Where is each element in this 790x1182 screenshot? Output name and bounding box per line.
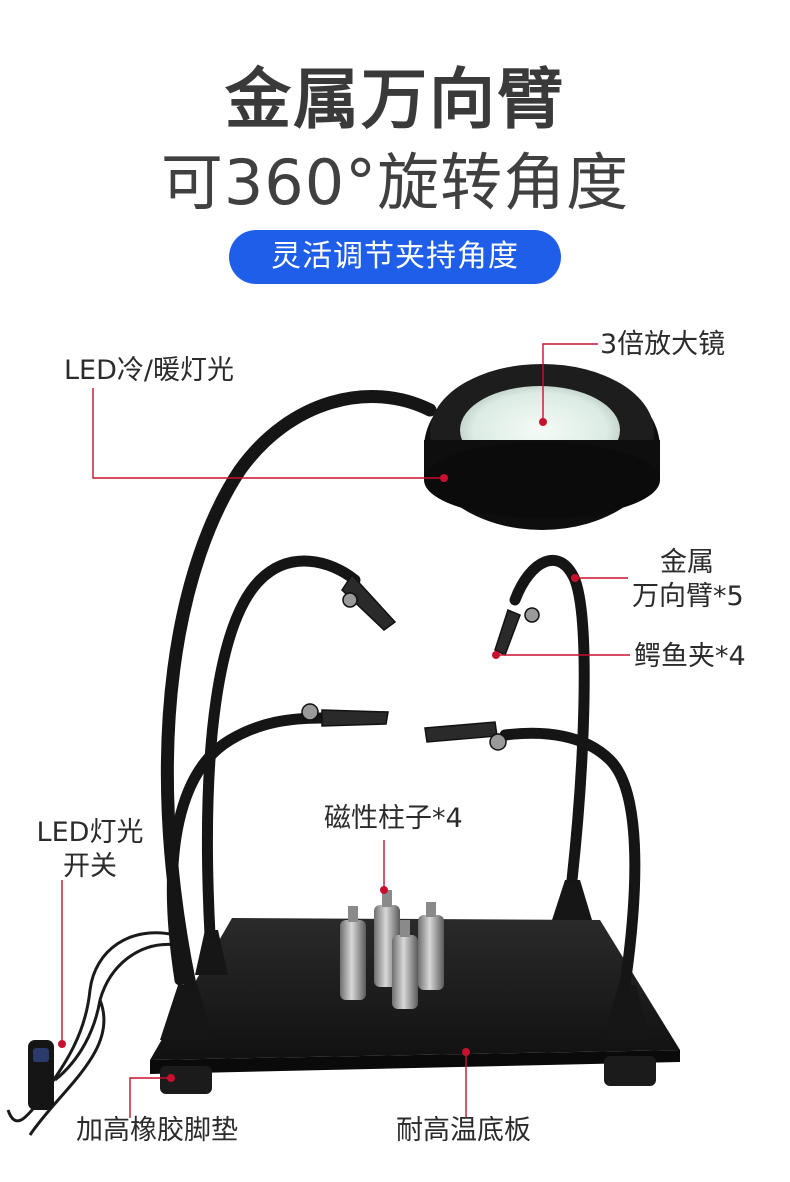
callout-led-switch-line1: LED灯光 [36, 817, 144, 848]
callout-alligator-clip: 鳄鱼夹*4 [634, 641, 746, 672]
page-title: 金属万向臂 [225, 61, 565, 138]
callout-led-light: LED冷/暖灯光 [64, 355, 234, 386]
arm-bases [160, 880, 650, 1040]
callout-base-plate: 耐高温底板 [396, 1115, 531, 1146]
callout-led-switch-line2: 开关 [63, 851, 117, 882]
callout-led-switch: LED灯光 开关 [22, 816, 158, 884]
callout-rubber-feet: 加高橡胶脚垫 [76, 1115, 238, 1146]
callout-magnifier: 3倍放大镜 [600, 329, 726, 360]
magnifier-lamp [424, 364, 660, 530]
led-switch [28, 1040, 54, 1110]
metal-arms [160, 390, 641, 992]
callout-metal-arm-line2: 万向臂*5 [632, 581, 744, 612]
alligator-clips [301, 573, 540, 751]
callout-metal-arm-line1: 金属 [660, 547, 714, 578]
page-subtitle: 可360°旋转角度 [160, 146, 630, 219]
callout-dots [58, 418, 579, 1082]
magnetic-posts [340, 890, 444, 1009]
callout-metal-arm: 金属 万向臂*5 [632, 546, 744, 614]
power-cable [6, 931, 179, 1136]
callout-lines [61, 343, 630, 1118]
feature-badge: 灵活调节夹持角度 [229, 230, 561, 284]
callout-magnetic-post: 磁性柱子*4 [324, 803, 463, 834]
rubber-feet [160, 1056, 656, 1094]
